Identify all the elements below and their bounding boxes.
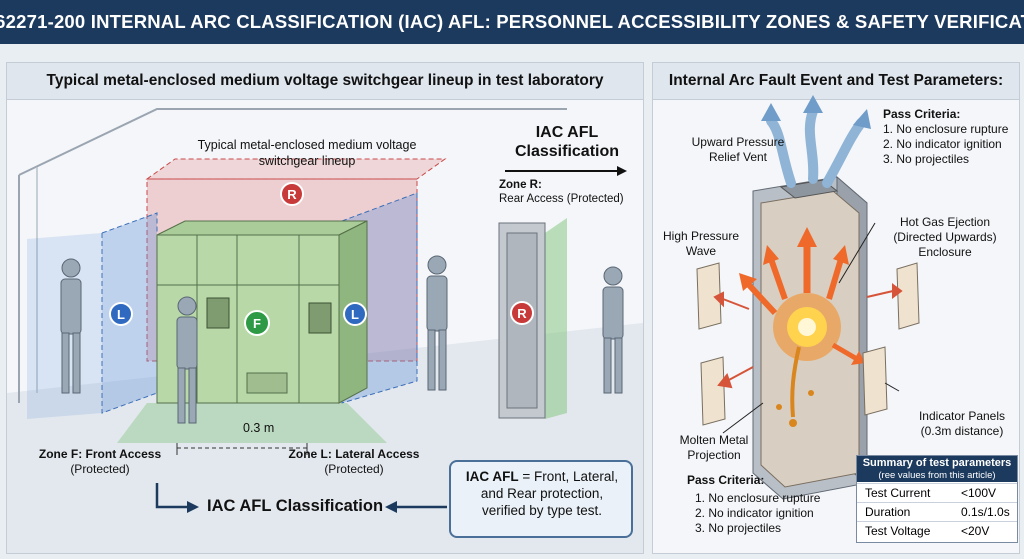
pass-criteria-bottom: Pass Criteria: 1. No enclosure rupture 2… (687, 473, 820, 536)
page-title: IEC 62271-200 INTERNAL ARC CLASSIFICATIO… (0, 0, 1024, 44)
zone-l-label: Zone L: Lateral Access (Protected) (279, 447, 429, 477)
scene-caption-line1: Typical metal-enclosed medium voltage (197, 138, 417, 152)
summary-row-duration: Duration 0.1s/1.0s (857, 502, 1017, 522)
pass-criteria-top-item-2: 2. No indicator ignition (883, 137, 1002, 151)
side-classification-line2: Classification (514, 143, 620, 160)
molten-metal-line1: Molten Metal (679, 433, 749, 447)
scene-caption: Typical metal-enclosed medium voltage sw… (187, 137, 427, 169)
zone-marker-f: F (253, 316, 261, 331)
molten-metal-label: Molten Metal Projection (659, 433, 769, 463)
left-panel-heading: Typical metal-enclosed medium voltage sw… (7, 63, 643, 100)
hot-gas-line1: Hot Gas Ejection (899, 215, 991, 229)
summary-row-label: Test Current (865, 486, 931, 500)
pass-criteria-bottom-item-3: 3. No projectiles (695, 521, 782, 535)
vent-label-line1: Upward Pressure (691, 135, 785, 149)
summary-row-test-voltage: Test Voltage <20V (857, 521, 1017, 541)
indicator-panels-label: Indicator Panels (0.3m distance) (907, 409, 1017, 439)
pressure-wave-label: High Pressure Wave (653, 229, 749, 259)
right-panel-heading: Internal Arc Fault Event and Test Parame… (653, 63, 1019, 100)
zone-marker-r-side: R (517, 306, 527, 321)
callout-text: IAC AFL = Front, Lateral, and Rear prote… (459, 468, 625, 519)
zone-l-left-volume (27, 212, 158, 419)
callout-line1: = Front, Lateral, (518, 469, 619, 484)
molten-metal-line2: Projection (687, 448, 741, 462)
pressure-wave-line2: Wave (685, 244, 717, 258)
zone-r-title: Zone R: (499, 179, 542, 191)
zone-marker-l-left: L (117, 307, 125, 322)
indicator-panels (696, 262, 920, 426)
summary-header: Summary of test parameters (ree values f… (857, 456, 1017, 482)
rear-cabinet (498, 218, 567, 419)
callout-line3: verified by type test. (481, 503, 603, 518)
technician-figures (60, 255, 624, 424)
switchgear-lineup-panel: Typical metal-enclosed medium voltage sw… (6, 62, 644, 554)
zone-r-subtitle: Rear Access (Protected) (499, 193, 624, 205)
pass-criteria-bottom-item-1: 1. No enclosure rupture (695, 491, 821, 505)
scene-caption-line2: switchgear lineup (258, 154, 356, 168)
summary-row-label: Test Voltage (865, 524, 931, 538)
indicator-panels-line1: Indicator Panels (918, 409, 1006, 423)
pass-criteria-bottom-title: Pass Criteria: (687, 473, 765, 487)
callout-line2: and Rear protection, (480, 486, 604, 501)
pass-criteria-top-item-1: 1. No enclosure rupture (883, 122, 1009, 136)
hot-gas-line2: (Directed Upwards) (893, 230, 997, 244)
vent-label: Upward Pressure Relief Vent (683, 135, 793, 165)
summary-row-label: Duration (865, 505, 911, 519)
side-classification-label: IAC AFL Classification (497, 123, 637, 161)
zone-f-label: Zone F: Front Access (Protected) (25, 447, 175, 477)
side-classification-line1: IAC AFL (535, 124, 599, 141)
test-parameters-summary: Summary of test parameters (ree values f… (856, 455, 1018, 543)
zone-f-title: Zone F: Front Access (38, 447, 162, 461)
distance-label: 0.3 m (243, 421, 275, 435)
pressure-wave-line1: High Pressure (662, 229, 740, 243)
hot-gas-label: Hot Gas Ejection (Directed Upwards) Encl… (875, 215, 1015, 260)
pass-criteria-top: Pass Criteria: 1. No enclosure rupture 2… (883, 107, 1008, 167)
callout-bold: IAC AFL (465, 469, 519, 484)
hot-gas-line3: Enclosure (918, 245, 972, 259)
summary-title: Summary of test parameters (862, 457, 1012, 469)
iac-afl-callout: IAC AFL = Front, Lateral, and Rear prote… (449, 460, 633, 538)
indicator-panels-line2: (0.3m distance) (920, 424, 1004, 438)
vent-label-line2: Relief Vent (708, 150, 768, 164)
zone-l-title: Zone L: Lateral Access (288, 447, 420, 461)
zone-f-subtitle: (Protected) (70, 462, 130, 476)
summary-row-test-current: Test Current <100V (857, 483, 1017, 503)
arc-fault-panel: Internal Arc Fault Event and Test Parame… (652, 62, 1020, 554)
zone-marker-l-right: L (351, 307, 359, 322)
summary-row-value: <100V (961, 486, 997, 500)
summary-row-value: <20V (961, 524, 990, 538)
pass-criteria-top-title: Pass Criteria: (883, 107, 961, 121)
zone-marker-r: R (287, 187, 297, 202)
zone-l-subtitle: (Protected) (324, 462, 384, 476)
pass-criteria-top-item-3: 3. No projectiles (883, 152, 970, 166)
summary-row-value: 0.1s/1.0s (961, 505, 1010, 519)
pass-criteria-bottom-item-2: 2. No indicator ignition (695, 506, 814, 520)
classification-label: IAC AFL Classification (207, 497, 384, 515)
summary-subtitle: (ree values from this article) (878, 470, 996, 481)
arc-fault-illustration (696, 95, 920, 500)
